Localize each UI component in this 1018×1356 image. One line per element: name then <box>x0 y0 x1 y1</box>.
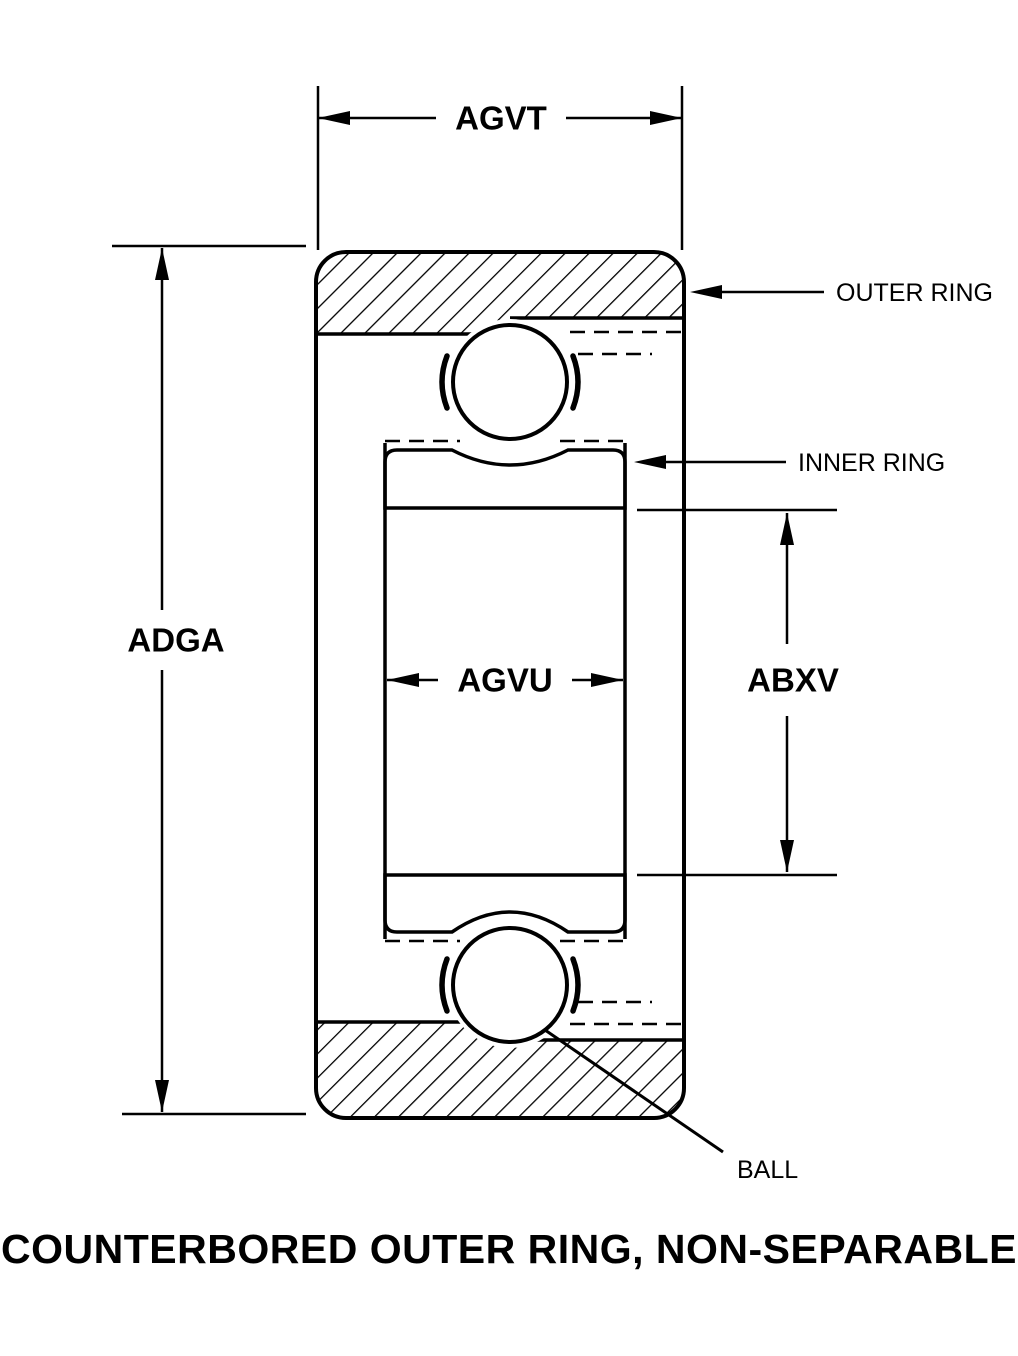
inner-ring-bottom-section <box>383 873 627 934</box>
dimension-adga: ADGA <box>112 244 306 1116</box>
agvt-arrow-right <box>650 111 682 125</box>
ball-top <box>451 323 569 441</box>
adga-arrow-top <box>155 248 169 280</box>
abxv-label: ABXV <box>747 662 839 699</box>
dimension-agvt: AGVT <box>316 86 684 250</box>
outer-ring-top-section <box>316 252 684 334</box>
raceway-edge-mark-bottom-left <box>439 956 450 1014</box>
adga-arrow-bottom <box>155 1080 169 1112</box>
agvu-arrow-left <box>387 673 419 687</box>
callout-outer-ring: OUTER RING <box>690 279 993 307</box>
inner-ring-callout-arrow <box>634 455 666 469</box>
raceway-edge-mark-top-left <box>439 353 450 411</box>
outer-ring-callout-arrow <box>690 285 722 299</box>
abxv-arrow-top <box>780 513 794 545</box>
raceway-edge-mark-bottom-right <box>570 956 581 1014</box>
raceway-edge-mark-top-right <box>570 353 581 411</box>
agvu-label: AGVU <box>457 662 552 699</box>
callout-inner-ring: INNER RING <box>634 449 945 477</box>
dimension-agvu: AGVU <box>387 662 623 699</box>
adga-label: ADGA <box>127 622 224 659</box>
drawing-title: COUNTERBORED OUTER RING, NON-SEPARABLE <box>1 1226 1017 1272</box>
callout-ball: BALL <box>544 1028 798 1184</box>
abxv-arrow-bottom <box>780 840 794 872</box>
dimension-abxv: ABXV <box>637 508 839 877</box>
outer-ring-label: OUTER RING <box>836 279 993 307</box>
agvt-label: AGVT <box>455 100 547 137</box>
ball-bottom <box>451 926 569 1044</box>
agvt-arrow-left <box>318 111 350 125</box>
ball-leader-line <box>544 1028 724 1154</box>
agvu-arrow-right <box>591 673 623 687</box>
outer-ring-bottom-section <box>316 1022 684 1118</box>
inner-ring-label: INNER RING <box>798 449 945 477</box>
inner-ring-top-section <box>383 448 627 510</box>
ball-label: BALL <box>737 1156 798 1184</box>
